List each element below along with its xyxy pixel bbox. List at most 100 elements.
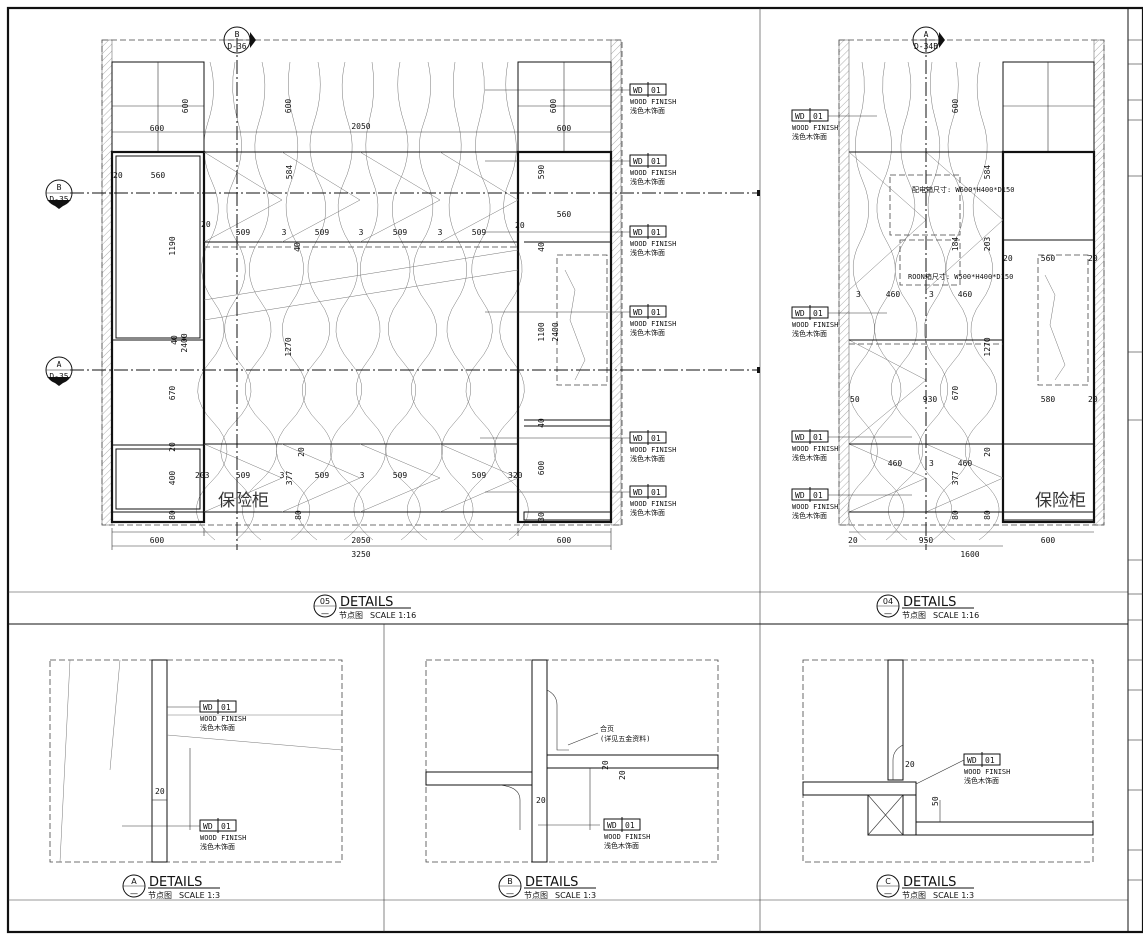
marker-letter: B xyxy=(235,30,240,39)
finish-line1: WOOD FINISH xyxy=(630,446,676,454)
panel-note: 配电箱尺寸: W600*H400*D150 xyxy=(912,185,1014,194)
finish-line2: 浅色木饰面 xyxy=(792,511,827,520)
marker-ref: D-34B xyxy=(914,42,938,51)
dim-text: 80 xyxy=(294,510,303,520)
marker-ref: D-36 xyxy=(227,42,246,51)
dim-text: 590 xyxy=(537,165,546,180)
title-circle-id: 04 xyxy=(883,597,893,606)
finish-num: 01 xyxy=(651,228,661,237)
left-dimensions: 600 2050 600 3250 2050 600 600 600 600 6… xyxy=(113,99,571,559)
title-circle-id: B xyxy=(507,877,513,886)
right-elevation xyxy=(838,38,1105,550)
title-circle-id: 05 xyxy=(320,597,330,606)
dim-text: 50 xyxy=(850,395,860,404)
marker-ref: D-35 xyxy=(49,372,68,381)
finish-code: WD xyxy=(203,703,213,712)
dim-text: 580 xyxy=(1041,395,1056,404)
finish-code: WD xyxy=(633,488,643,497)
dim-text: 930 xyxy=(923,395,938,404)
marker-ref: D-35 xyxy=(49,195,68,204)
dim-text: 600 xyxy=(150,536,165,545)
dim-text: 600 xyxy=(1041,536,1056,545)
dim-text: 509 xyxy=(315,471,330,480)
dim-text: 20 xyxy=(155,787,165,796)
finish-line1: WOOD FINISH xyxy=(630,240,676,248)
dim-text: 20 xyxy=(515,221,525,230)
dim-text: 2400 xyxy=(180,333,189,352)
title-circle-sub: — xyxy=(506,889,514,898)
finish-line1: WOOD FINISH xyxy=(792,124,838,132)
dim-text: 20 xyxy=(536,796,546,805)
title-circle-sub: — xyxy=(130,889,138,898)
title-cn: 节点图 xyxy=(339,611,363,620)
dim-text: 20 xyxy=(905,760,915,769)
title-scale: SCALE 1:16 xyxy=(933,611,979,620)
finish-line1: WOOD FINISH xyxy=(792,321,838,329)
dim-text: 1100 xyxy=(537,322,546,341)
title-main: DETAILS xyxy=(903,595,956,610)
finish-line2: 浅色木饰面 xyxy=(604,841,639,850)
dim-text: 20 xyxy=(983,447,992,457)
finish-line2: 浅色木饰面 xyxy=(630,508,665,517)
section-marker-right-top: A D-34B xyxy=(912,26,945,54)
finish-line1: WOOD FINISH xyxy=(630,320,676,328)
dim-text: 670 xyxy=(168,386,177,401)
dim-text: 509 xyxy=(472,471,487,480)
finish-line1: WOOD FINISH xyxy=(200,834,246,842)
detail-title-a: A — DETAILS 节点图 SCALE 1:3 xyxy=(122,874,220,900)
dim-text: 3 xyxy=(929,290,934,299)
title-circle-id: A xyxy=(131,877,137,886)
sheet-border xyxy=(6,6,1143,934)
dim-text: 20 xyxy=(1088,395,1098,404)
dim-text: 460 xyxy=(886,290,901,299)
dim-text: 560 xyxy=(557,210,572,219)
finish-num: 01 xyxy=(985,756,995,765)
title-main: DETAILS xyxy=(149,875,202,890)
marker-letter: A xyxy=(924,30,929,39)
finish-line2: 浅色木饰面 xyxy=(630,328,665,337)
finish-line2: 浅色木饰面 xyxy=(792,132,827,141)
dim-text: 560 xyxy=(151,171,166,180)
title-circle-sub: — xyxy=(321,609,329,618)
finish-line2: 浅色木饰面 xyxy=(630,106,665,115)
dim-text: 600 xyxy=(284,99,293,114)
title-scale: SCALE 1:3 xyxy=(179,891,220,900)
dim-text: 3250 xyxy=(351,550,370,559)
dim-text: 509 xyxy=(393,471,408,480)
dim-text: 1190 xyxy=(168,236,177,255)
finish-line1: WOOD FINISH xyxy=(200,715,246,723)
finish-line2: 浅色木饰面 xyxy=(964,776,999,785)
safe-label: 保险柜 xyxy=(1035,491,1086,511)
dim-text: 560 xyxy=(1041,254,1056,263)
dim-text: 40 xyxy=(293,242,302,252)
title-cn: 节点图 xyxy=(148,891,172,900)
dim-text: 600 xyxy=(150,124,165,133)
finish-line1: WOOD FINISH xyxy=(630,500,676,508)
dim-text: 2050 xyxy=(351,536,370,545)
finish-line2: 浅色木饰面 xyxy=(630,177,665,186)
marker-letter: B xyxy=(57,183,62,192)
dim-text: 670 xyxy=(951,386,960,401)
finish-line2: 浅色木饰面 xyxy=(792,329,827,338)
dim-text: 600 xyxy=(951,99,960,114)
dim-text: 584 xyxy=(285,165,294,180)
hinge-note: 合页 xyxy=(600,724,614,733)
dim-text: 50 xyxy=(931,796,940,806)
marker-letter: A xyxy=(57,360,62,369)
title-block-rows xyxy=(1128,39,1143,881)
right-dimensions: 配电箱尺寸: W600*H400*D150 ROON箱尺寸: W500*H400… xyxy=(848,99,1098,559)
dim-text: 20 xyxy=(168,442,177,452)
title-scale: SCALE 1:3 xyxy=(555,891,596,900)
dim-text: 1600 xyxy=(960,550,979,559)
dim-text: 460 xyxy=(958,459,973,468)
detail-title-05: 05 — DETAILS 节点图 SCALE 1:16 xyxy=(313,594,416,620)
